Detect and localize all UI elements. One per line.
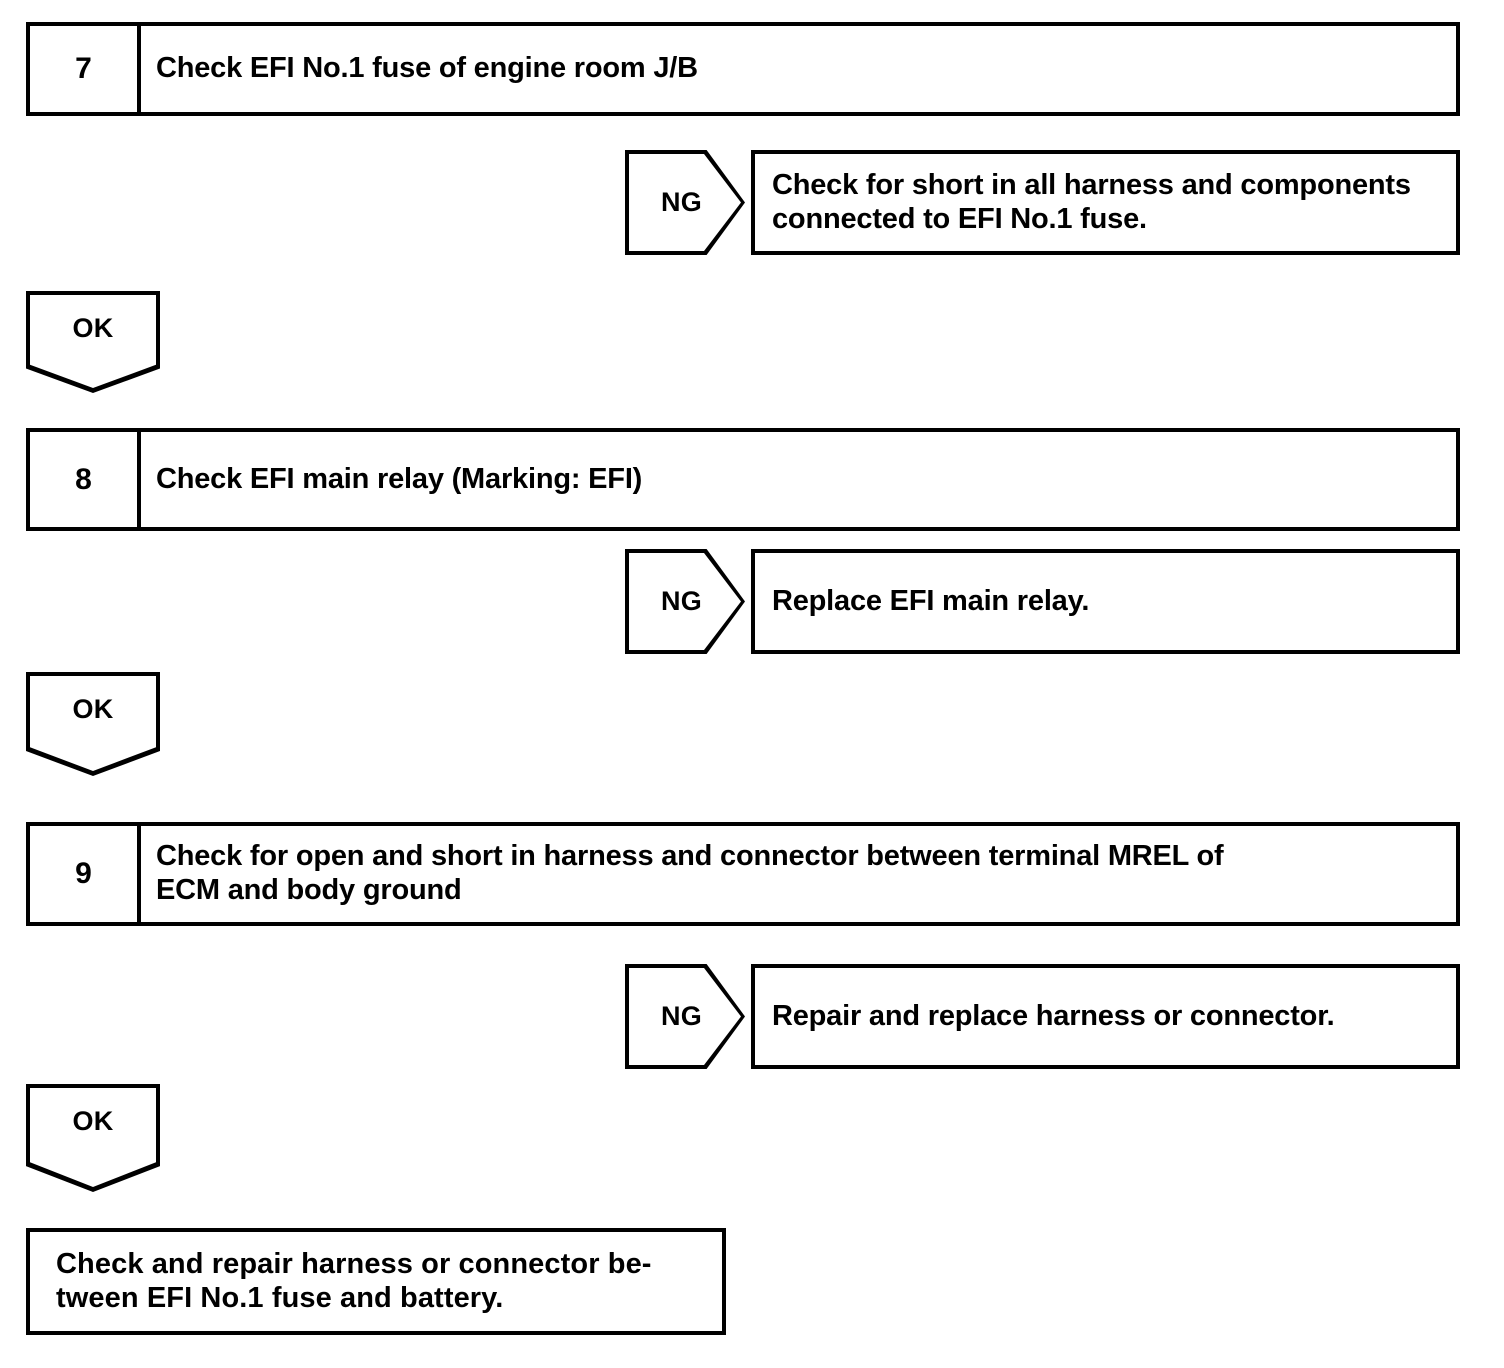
ng-tag-9: NG: [625, 964, 745, 1069]
ng-label-9: NG: [661, 1001, 703, 1031]
final-result-box[interactable]: Check and repair harness or connector be…: [26, 1228, 726, 1335]
final-result-line1: Check and repair harness or connector be…: [56, 1247, 652, 1280]
ok-tag-9: OK: [26, 1084, 160, 1192]
step-box-8[interactable]: 8 Check EFI main relay (Marking: EFI): [26, 428, 1460, 531]
step-box-7[interactable]: 7 Check EFI No.1 fuse of engine room J/B: [26, 22, 1460, 116]
ng-result-box-9[interactable]: Repair and replace harness or connector.: [751, 964, 1460, 1069]
ok-tag-7-inner: [30, 295, 156, 388]
final-result-text: Check and repair harness or connector be…: [30, 1248, 664, 1316]
ng-result-line1-9: Repair and replace harness or connector.: [772, 999, 1335, 1032]
step-text-7: Check EFI No.1 fuse of engine room J/B: [156, 52, 698, 85]
ng-tag-7: NG: [625, 150, 745, 255]
ng-label-8: NG: [661, 586, 703, 616]
ng-result-text-9: Repair and replace harness or connector.: [755, 1000, 1347, 1034]
ng-result-line2-7: connected to EFI No.1 fuse.: [772, 202, 1147, 235]
ng-result-text-8: Replace EFI main relay.: [755, 585, 1101, 619]
ok-label-7: OK: [72, 313, 114, 343]
step-number-7: 7: [30, 26, 141, 112]
step-text-8: Check EFI main relay (Marking: EFI): [156, 462, 643, 495]
ng-tag-7-inner: NG: [629, 154, 741, 251]
ng-tag-8-inner: NG: [629, 553, 741, 650]
step-number-8: 8: [30, 432, 141, 527]
ng-tag-9-inner: NG: [629, 968, 741, 1065]
step-box-9[interactable]: 9 Check for open and short in harness an…: [26, 822, 1460, 926]
final-result-line2: tween EFI No.1 fuse and battery.: [56, 1281, 504, 1314]
ok-tag-8: OK: [26, 672, 160, 776]
ok-label-8: OK: [72, 694, 114, 724]
step-text-9: Check for open and short in harness and …: [141, 826, 1456, 922]
ok-tag-9-inner: [30, 1088, 156, 1187]
ng-result-text-7: Check for short in all harness and compo…: [755, 169, 1423, 237]
step-text-9-line2: ECM and body ground: [156, 874, 462, 906]
ng-result-line1-8: Replace EFI main relay.: [772, 584, 1090, 617]
step-number-9: 9: [30, 826, 141, 922]
ng-tag-8: NG: [625, 549, 745, 654]
ng-label-7: NG: [661, 187, 703, 217]
ok-label-9: OK: [72, 1106, 114, 1136]
ng-result-box-7[interactable]: Check for short in all harness and compo…: [751, 150, 1460, 255]
ng-result-line1-7: Check for short in all harness and compo…: [772, 168, 1411, 201]
step-text-9-line1: Check for open and short in harness and …: [156, 840, 1224, 873]
ng-result-box-8[interactable]: Replace EFI main relay.: [751, 549, 1460, 654]
ok-tag-7: OK: [26, 291, 160, 393]
